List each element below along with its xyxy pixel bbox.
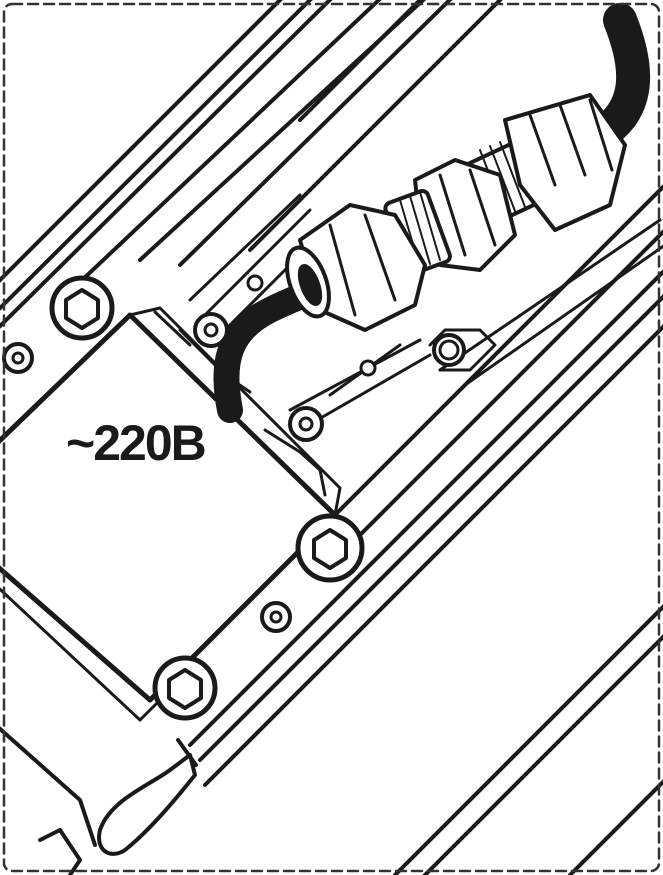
pointer-tool bbox=[38, 738, 198, 875]
voltage-label: ~220B bbox=[66, 415, 207, 471]
junction-box bbox=[0, 306, 342, 847]
hex-bolt-icon bbox=[49, 275, 365, 721]
cable-gland-icon bbox=[285, 93, 627, 332]
small-screw-icon bbox=[2, 274, 466, 633]
